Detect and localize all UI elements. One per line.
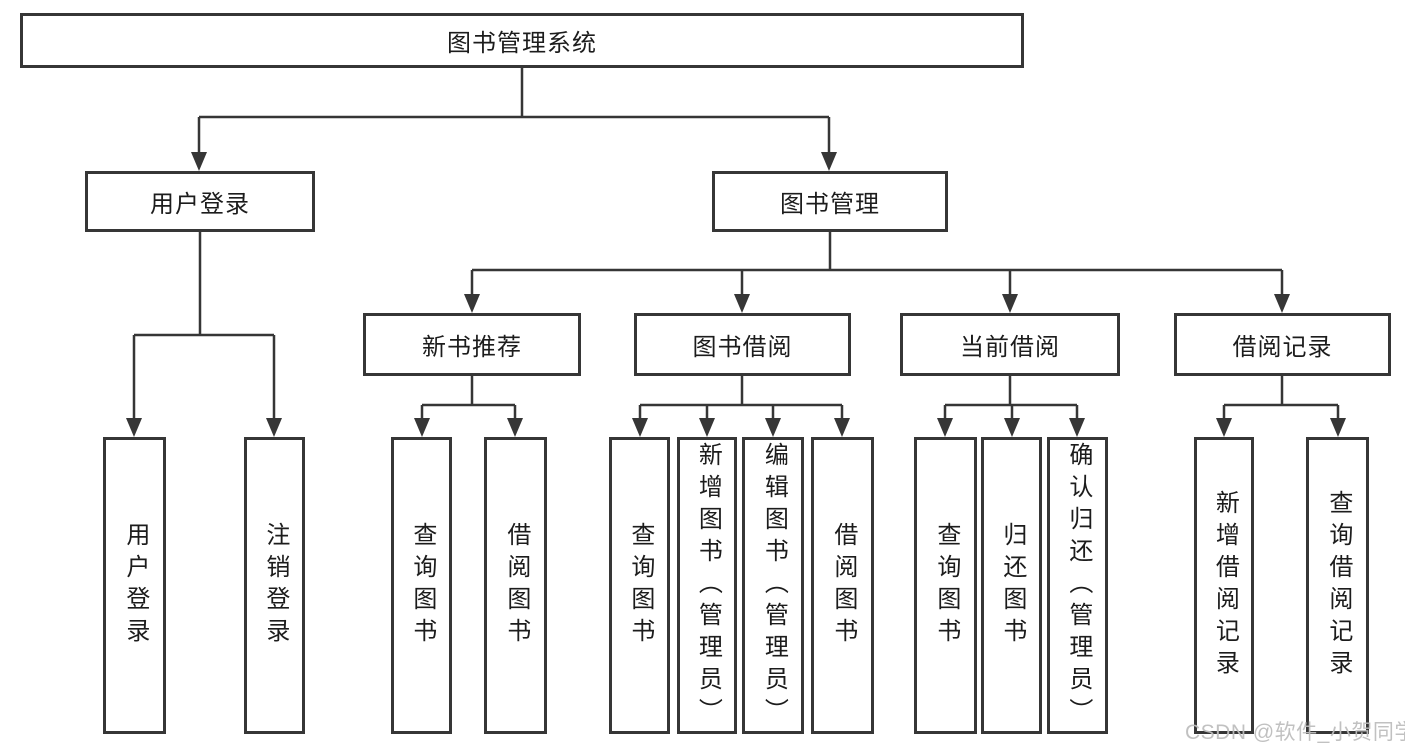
node-leaf-query-book-3: 查询图书 [914, 437, 977, 734]
node-label: 查询图书 [626, 521, 654, 650]
node-label: 查询借阅记录 [1324, 489, 1352, 682]
node-book-management: 图书管理 [712, 171, 948, 232]
node-leaf-return-book: 归还图书 [981, 437, 1042, 734]
arrowheads [126, 152, 1346, 437]
node-book-borrow: 图书借阅 [634, 313, 851, 376]
node-leaf-borrow-book-2: 借阅图书 [811, 437, 874, 734]
node-label: 注销登录 [261, 521, 289, 650]
node-label: 当前借阅 [960, 334, 1060, 361]
node-label: 图书管理 [780, 191, 880, 218]
node-leaf-confirm-return-admin: 确认归还（管理员） [1047, 437, 1108, 734]
node-leaf-user-login: 用户登录 [103, 437, 166, 734]
node-label: 编辑图书（管理员） [760, 441, 788, 730]
node-leaf-query-book-1: 查询图书 [391, 437, 452, 734]
node-leaf-add-borrow-record: 新增借阅记录 [1194, 437, 1254, 734]
node-new-book-recommend: 新书推荐 [363, 313, 581, 376]
node-label: 借阅记录 [1232, 334, 1333, 361]
node-label: 借阅图书 [502, 521, 530, 650]
node-label: 图书借阅 [692, 334, 793, 361]
node-leaf-add-book-admin: 新增图书（管理员） [677, 437, 737, 734]
node-leaf-logout: 注销登录 [244, 437, 305, 734]
node-borrow-record: 借阅记录 [1174, 313, 1391, 376]
node-label: 借阅图书 [829, 521, 857, 650]
node-root: 图书管理系统 [20, 13, 1024, 68]
node-label: 新增图书（管理员） [694, 441, 722, 730]
node-label: 查询图书 [932, 521, 960, 650]
watermark: CSDN @软件_小贺同学 [1185, 721, 1405, 744]
node-label: 确认归还（管理员） [1064, 441, 1092, 730]
node-leaf-edit-book-admin: 编辑图书（管理员） [742, 437, 804, 734]
node-label: 查询图书 [408, 521, 436, 650]
node-label: 新书推荐 [422, 334, 522, 361]
node-leaf-query-borrow-record: 查询借阅记录 [1306, 437, 1369, 734]
node-leaf-query-book-2: 查询图书 [609, 437, 670, 734]
node-label: 用户登录 [121, 521, 149, 650]
node-label: 图书管理系统 [447, 30, 597, 57]
node-label: 归还图书 [998, 521, 1026, 650]
node-user-login: 用户登录 [85, 171, 315, 232]
node-label: 用户登录 [150, 191, 250, 218]
node-current-borrow: 当前借阅 [900, 313, 1120, 376]
node-leaf-borrow-book-1: 借阅图书 [484, 437, 547, 734]
node-label: 新增借阅记录 [1211, 489, 1239, 682]
